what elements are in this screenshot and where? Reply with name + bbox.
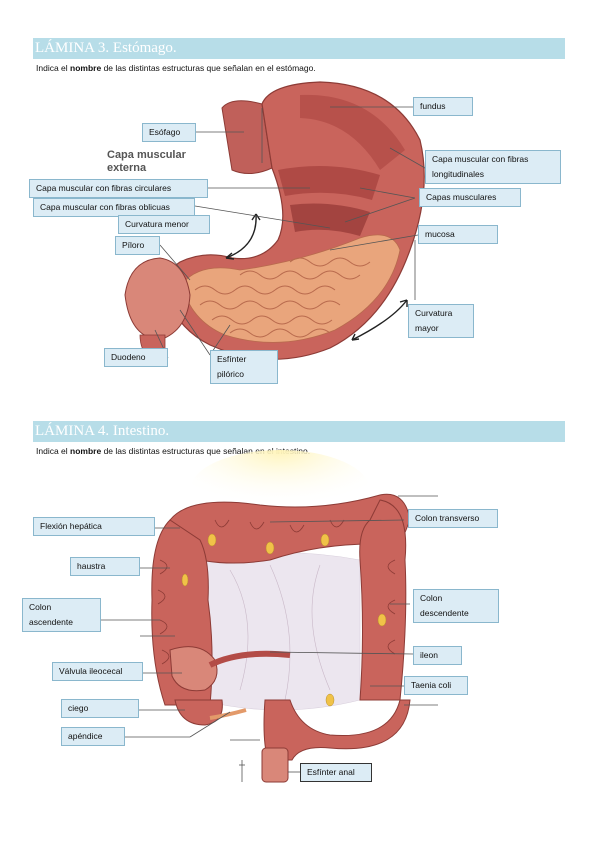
- descending-colon: [359, 499, 407, 701]
- label-capas-musculares[interactable]: Capas musculares: [419, 188, 521, 207]
- label-flexion-hepatica[interactable]: Flexión hepática: [33, 517, 155, 536]
- transverse-colon: [169, 493, 411, 564]
- mesentery: [199, 552, 361, 711]
- mucosa-region: [181, 234, 401, 343]
- pylorus-shape: [124, 257, 191, 341]
- instr-text: de las distintas estructuras que señalan…: [101, 446, 311, 456]
- label-curvatura-menor[interactable]: Curvatura menor: [118, 215, 210, 234]
- instr-text: Indica el: [36, 446, 71, 456]
- label-ciego[interactable]: ciego: [61, 699, 139, 718]
- label-esfinter-anal[interactable]: Esfínter anal: [300, 763, 372, 782]
- appendix-shape: [209, 708, 247, 720]
- label-haustra[interactable]: haustra: [70, 557, 140, 576]
- label-ileon[interactable]: ileon: [413, 646, 462, 665]
- stomach-leader-lines: [154, 106, 426, 359]
- sigmoid-colon: [263, 699, 411, 761]
- ileum-shape: [208, 650, 291, 668]
- longitudinal-layer: [300, 94, 405, 170]
- haustra-markings: [157, 519, 396, 665]
- lamina3-instructions: Indica el nombre de las distintas estruc…: [36, 63, 316, 73]
- label-piloro[interactable]: Píloro: [115, 236, 160, 255]
- label-esfinter-pilorico[interactable]: Esfínter pilórico: [210, 350, 278, 384]
- lamina4-title: LÁMINA 4. Intestino.: [33, 421, 565, 442]
- label-colon-transverso[interactable]: Colon transverso: [408, 509, 498, 528]
- label-valvula-ileocecal[interactable]: Válvula ileocecal: [52, 662, 143, 681]
- lamina4-instructions: Indica el nombre de las distintas estruc…: [36, 446, 310, 456]
- label-esofago[interactable]: Esófago: [142, 123, 196, 142]
- label-colon-descendente[interactable]: Colon descendente: [413, 589, 499, 623]
- label-taenia-coli[interactable]: Taenia coli: [404, 676, 468, 695]
- label-colon-ascendente[interactable]: Colon ascendente: [22, 598, 101, 632]
- label-curvatura-mayor[interactable]: Curvatura mayor: [408, 304, 474, 338]
- lesser-curvature-arrow: [225, 213, 257, 259]
- label-capa-longitudinal[interactable]: Capa muscular con fibras longitudinales: [425, 150, 561, 184]
- inner-label-line2: externa: [107, 162, 147, 174]
- lamina3-title: LÁMINA 3. Estómago.: [33, 38, 565, 59]
- instr-bold: nombre: [70, 446, 102, 456]
- ileocecal-valve: [169, 646, 218, 692]
- instr-bold: nombre: [70, 63, 102, 73]
- label-capa-oblicua[interactable]: Capa muscular con fibras oblicuas: [33, 198, 195, 217]
- label-mucosa[interactable]: mucosa: [418, 225, 498, 244]
- label-apendice[interactable]: apéndice: [61, 727, 125, 746]
- inner-label-line1: Capa muscular: [107, 149, 187, 161]
- instr-text: Indica el: [36, 63, 71, 73]
- label-fundus[interactable]: fundus: [413, 97, 473, 116]
- intestine-leader-lines: [101, 495, 438, 782]
- taenia-appendages: [181, 533, 387, 707]
- instr-text: de las distintas estructuras que señalan…: [101, 63, 316, 73]
- label-capa-circular[interactable]: Capa muscular con fibras circulares: [29, 179, 208, 198]
- oblique-layer: [290, 203, 370, 236]
- label-duodeno[interactable]: Duodeno: [104, 348, 168, 367]
- circular-layer: [278, 166, 380, 200]
- greater-curvature-arrow: [351, 299, 408, 341]
- anal-canal: [261, 747, 289, 783]
- rugae-folds: [194, 257, 371, 338]
